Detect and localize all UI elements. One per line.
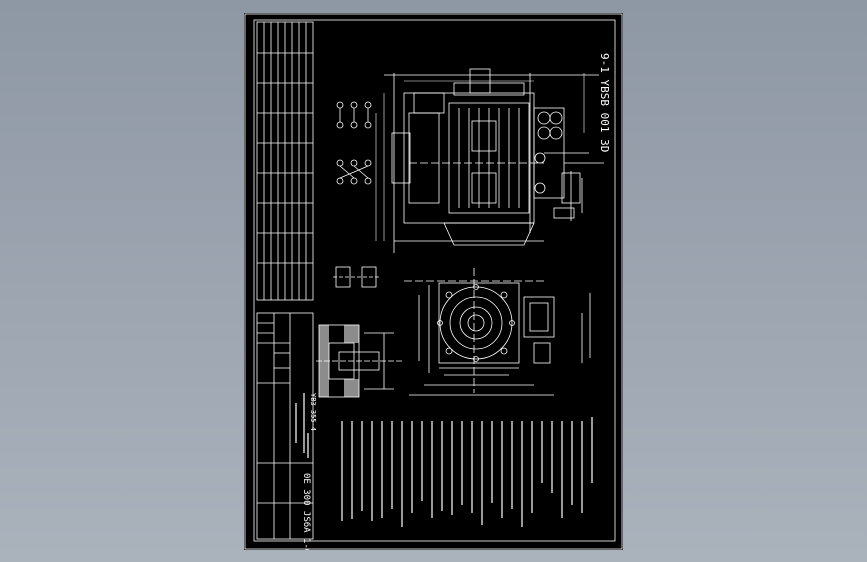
sheet-border: [244, 13, 623, 550]
title-code: 0E 300 JS6A 1-6: [301, 473, 311, 550]
shaft-section: [316, 324, 404, 398]
technical-notes: [341, 417, 593, 527]
drawing-sheet: 9-1 YBSB 001 3D 0E 300 JS6A 1-6 YB3 355-…: [244, 13, 623, 550]
motor-side-view: [384, 68, 604, 253]
dimension-lines: [375, 73, 585, 241]
title-block-text: [295, 393, 309, 458]
motor-end-view: [404, 268, 591, 396]
cad-drawing: 9-1 YBSB 001 3D 0E 300 JS6A 1-6 YB3 355-…: [244, 13, 623, 550]
terminal-detail: [333, 266, 379, 288]
parameter-table: [256, 21, 314, 301]
inner-frame: [253, 19, 616, 542]
drawing-number: 9-1 YBSB 001 3D: [598, 53, 611, 152]
title-block-model: YB3 355-4: [309, 393, 317, 431]
wiring-diagram: [336, 101, 372, 185]
title-block: [256, 312, 314, 540]
